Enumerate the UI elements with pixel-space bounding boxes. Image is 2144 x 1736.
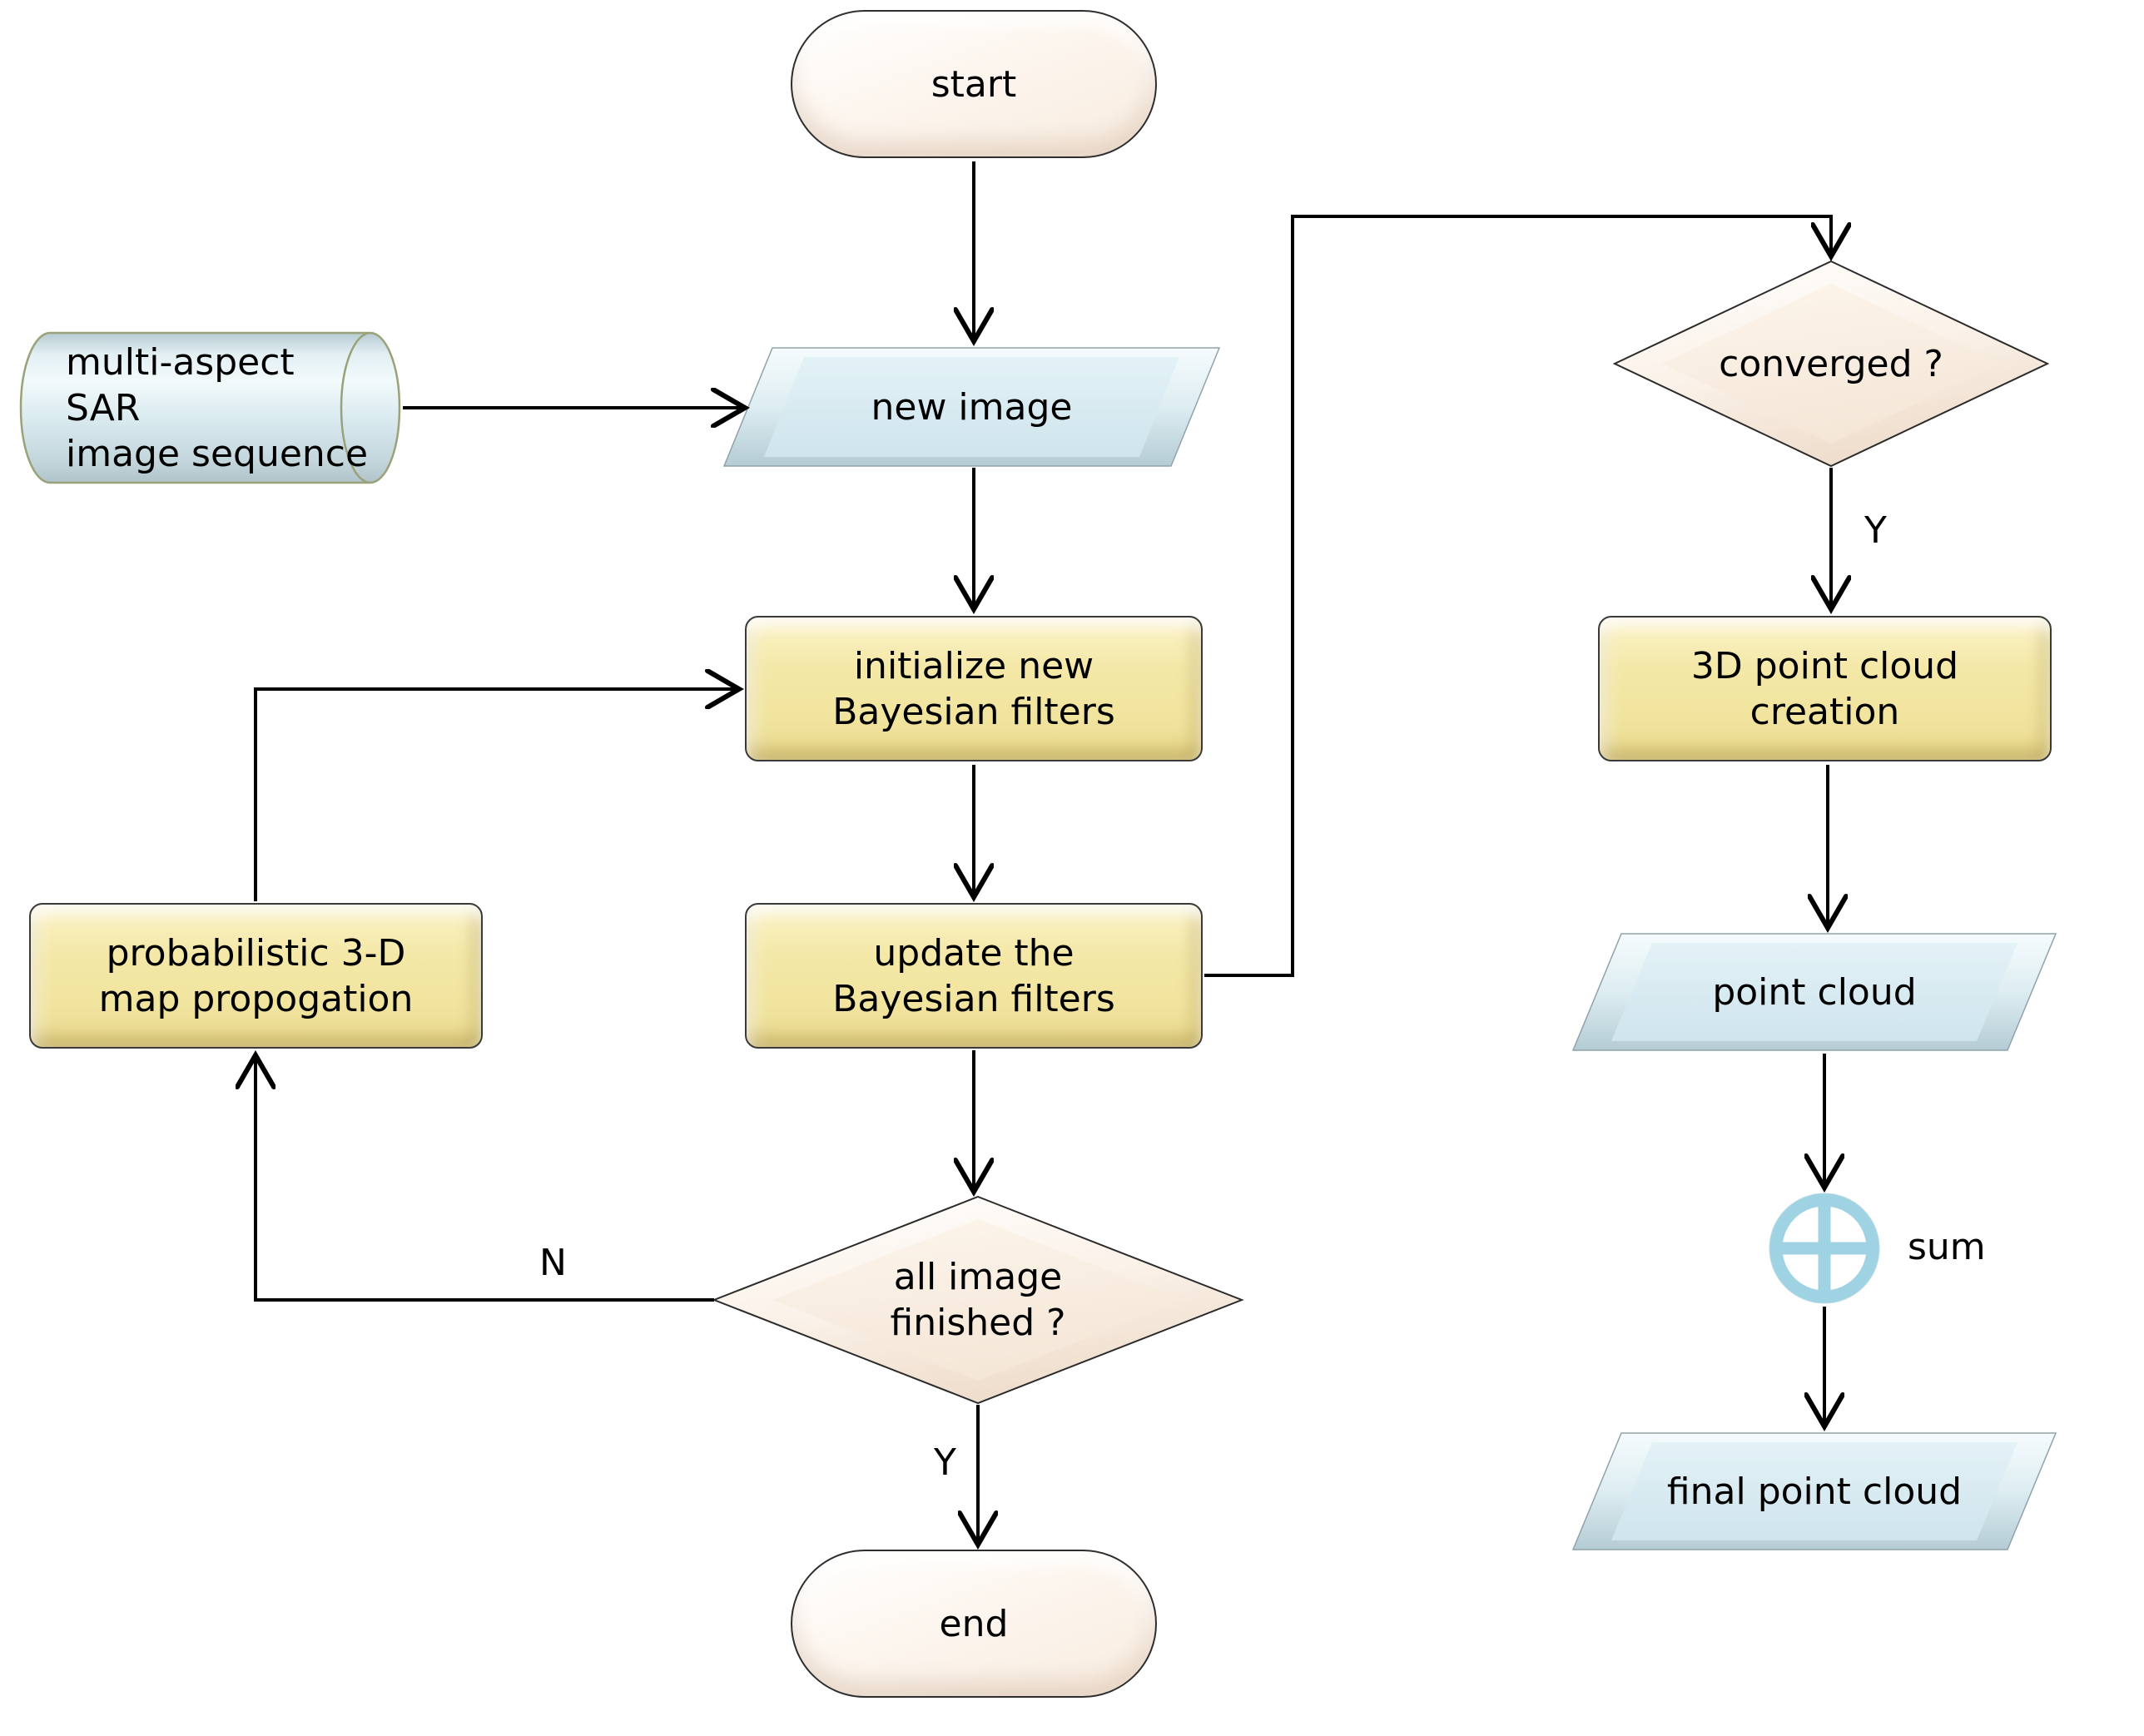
all-finished-label: all image finished ?	[890, 1256, 1066, 1344]
final-point-cloud-label: final point cloud	[1666, 1470, 1963, 1513]
point-cloud-shape	[1571, 933, 2057, 1051]
node-final-point-cloud: final point cloud	[1581, 1433, 2047, 1550]
node-start: start	[791, 10, 1157, 158]
initialize-filters-label: initialize new Bayesian filters	[832, 644, 1115, 733]
edge-update-converged	[1204, 215, 1831, 977]
end-label: end	[939, 1602, 1009, 1645]
start-label: start	[931, 62, 1017, 106]
node-new-image: new image	[732, 348, 1211, 466]
node-point-cloud: point cloud	[1581, 934, 2047, 1050]
pointcloud-creation-label: 3D point cloud creation	[1690, 644, 1959, 733]
node-update-filters: update the Bayesian filters	[745, 903, 1203, 1049]
edge-map-init	[254, 689, 737, 901]
sar-sequence-label: multi-aspect SAR image sequence	[66, 340, 369, 475]
new-image-shape	[722, 347, 1221, 467]
converged-diamond-shape	[1612, 260, 2050, 468]
node-sar-sequence: multi-aspect SAR image sequence	[21, 333, 379, 483]
node-all-finished: all image finished ?	[770, 1203, 1186, 1396]
node-converged: converged ?	[1631, 268, 2031, 459]
node-initialize-filters: initialize new Bayesian filters	[745, 616, 1203, 761]
sar-cylinder-cap-edge	[340, 331, 371, 484]
point-cloud-label: point cloud	[1712, 970, 1917, 1014]
sum-label: sum	[1908, 1225, 1986, 1268]
all-finished-diamond-shape	[712, 1195, 1244, 1405]
edge-label-yes-bottom: Y	[934, 1441, 956, 1484]
converged-label: converged ?	[1719, 342, 1943, 385]
edge-label-no: N	[539, 1242, 567, 1284]
sum-junction-icon	[1769, 1193, 1880, 1304]
node-map-propagation: probabilistic 3-D map propogation	[29, 903, 483, 1049]
update-filters-label: update the Bayesian filters	[832, 931, 1115, 1020]
map-propagation-label: probabilistic 3-D map propogation	[98, 931, 414, 1020]
node-pointcloud-creation: 3D point cloud creation	[1598, 616, 2052, 761]
new-image-label: new image	[871, 385, 1073, 429]
node-end: end	[791, 1550, 1157, 1698]
edge-label-yes-right: Y	[1864, 509, 1887, 552]
final-point-cloud-shape	[1571, 1432, 2057, 1550]
edge-allfinished-map	[256, 1057, 714, 1302]
